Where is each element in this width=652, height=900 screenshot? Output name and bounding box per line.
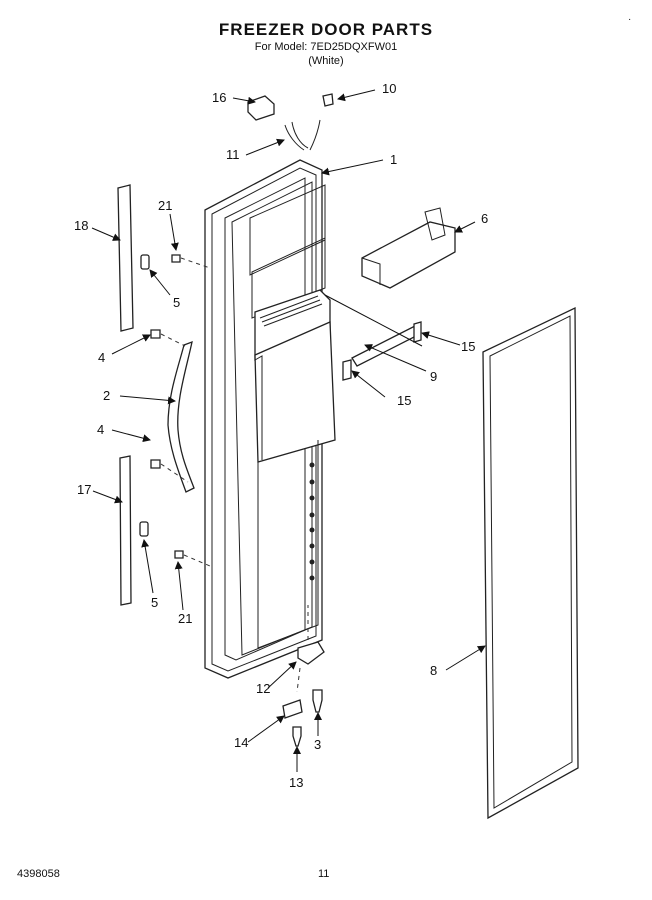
callout-13: 13 <box>289 775 303 790</box>
callout-10: 10 <box>382 81 396 96</box>
callout-2: 2 <box>103 388 110 403</box>
callout-3: 3 <box>314 737 321 752</box>
callout-17: 17 <box>77 482 91 497</box>
callout-8: 8 <box>430 663 437 678</box>
page-title: FREEZER DOOR PARTS <box>218 20 434 39</box>
callout-5-lower: 5 <box>151 595 158 610</box>
callout-21-top: 21 <box>158 198 172 213</box>
top-hardware-parts <box>247 93 334 151</box>
callout-5-top: 5 <box>173 295 180 310</box>
shelf-retainer-part <box>342 321 422 381</box>
callout-4-top: 4 <box>98 350 105 365</box>
document-number: 4398058 <box>17 868 60 880</box>
corner-mark: · <box>628 14 632 25</box>
callout-15-right: 15 <box>461 339 475 354</box>
callout-1: 1 <box>390 152 397 167</box>
screw-clip-parts <box>139 254 211 567</box>
callout-6: 6 <box>481 211 488 226</box>
trim-strip-upper-part <box>117 184 134 332</box>
door-gasket-part <box>482 306 579 820</box>
color-line: (White) <box>308 55 344 67</box>
callout-15-lower: 15 <box>397 393 411 408</box>
callout-12: 12 <box>256 681 270 696</box>
page-number: 11 <box>318 868 330 880</box>
model-line: For Model: 7ED25DQXFW01 <box>254 41 398 53</box>
callout-14: 14 <box>234 735 248 750</box>
bottom-hinge-parts <box>282 605 325 747</box>
callout-4-lower: 4 <box>97 422 104 437</box>
callout-18: 18 <box>74 218 88 233</box>
door-shelf-part <box>361 207 456 289</box>
callout-16: 16 <box>212 90 226 105</box>
callout-21-lower: 21 <box>178 611 192 626</box>
door-panel-part <box>204 159 336 679</box>
callout-11: 11 <box>226 147 240 162</box>
callout-labels: 16 10 11 1 21 18 6 5 4 15 9 2 15 4 17 5 … <box>74 81 488 790</box>
callout-9: 9 <box>430 369 437 384</box>
trim-strip-lower-part <box>119 455 132 606</box>
door-handle-part <box>167 340 195 493</box>
leader-lines <box>91 89 486 772</box>
